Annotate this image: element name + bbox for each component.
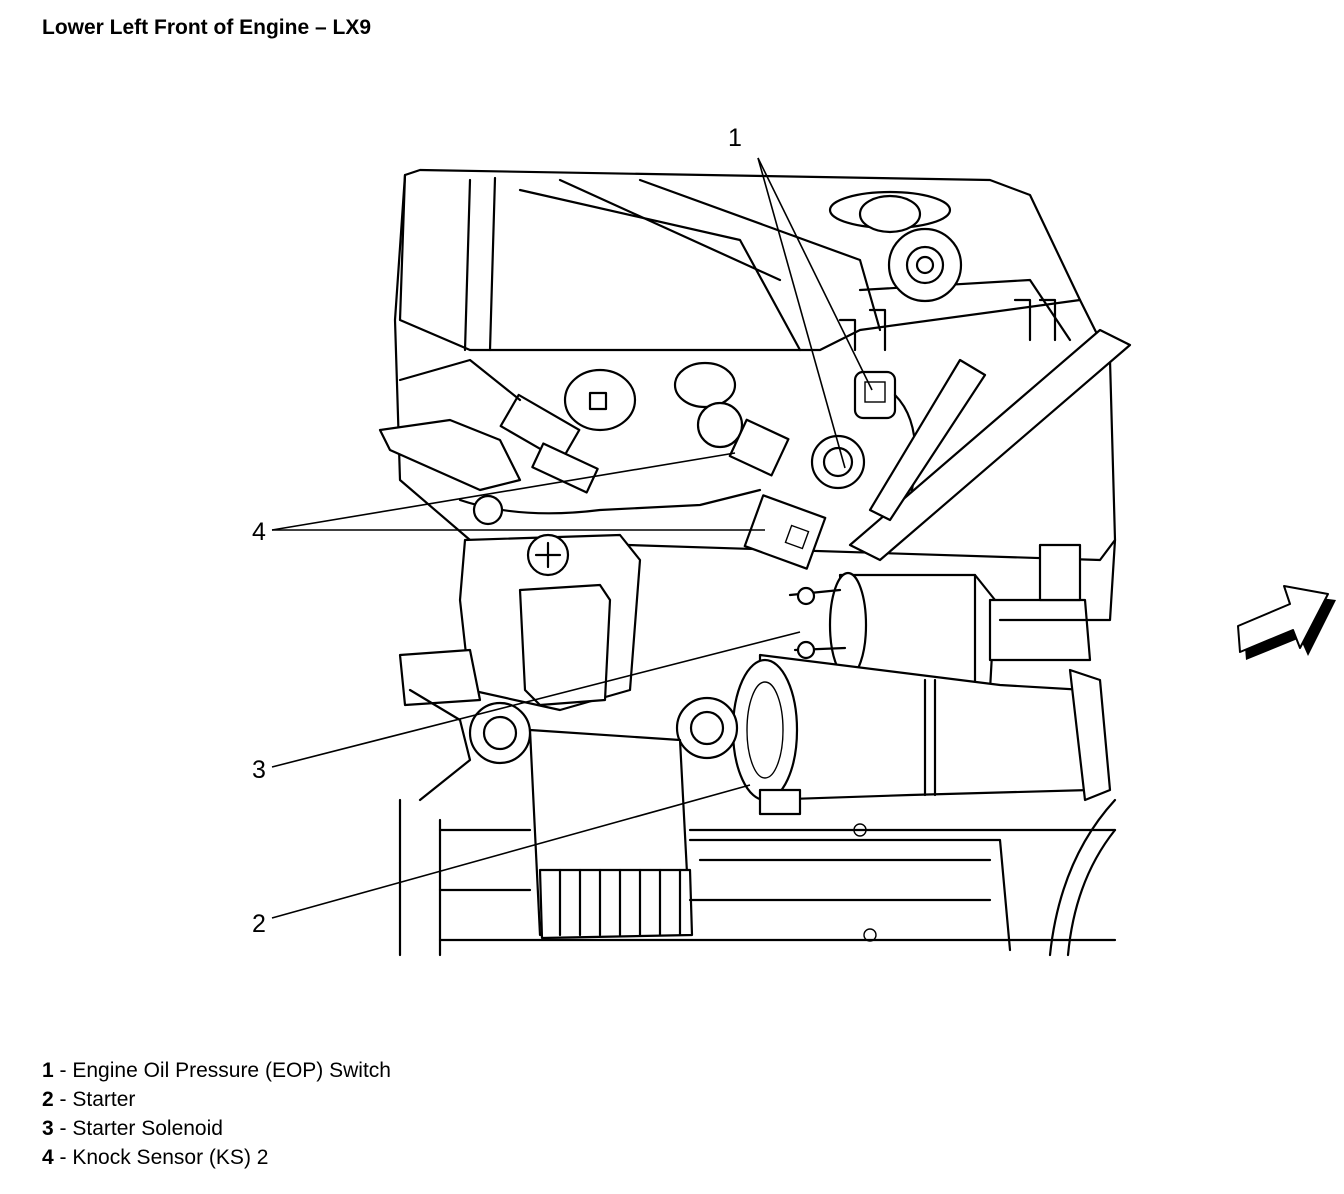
leader-lines bbox=[271, 157, 873, 919]
callout-4: 4 bbox=[252, 518, 266, 546]
legend: 1 - Engine Oil Pressure (EOP) Switch 2 -… bbox=[42, 1056, 391, 1172]
callout-3: 3 bbox=[252, 756, 266, 784]
engine-illustration bbox=[378, 168, 1132, 957]
page-title: Lower Left Front of Engine – LX9 bbox=[42, 16, 372, 39]
legend-item: 1 - Engine Oil Pressure (EOP) Switch bbox=[42, 1059, 391, 1082]
legend-item: 4 - Knock Sensor (KS) 2 bbox=[42, 1146, 269, 1169]
callout-1: 1 bbox=[728, 124, 742, 152]
callout-2: 2 bbox=[252, 910, 266, 938]
forward-arrow-icon bbox=[1237, 585, 1336, 660]
legend-item: 2 - Starter bbox=[42, 1088, 136, 1111]
engine-diagram: 1 4 3 2 bbox=[252, 124, 1336, 957]
legend-item: 3 - Starter Solenoid bbox=[42, 1117, 223, 1140]
